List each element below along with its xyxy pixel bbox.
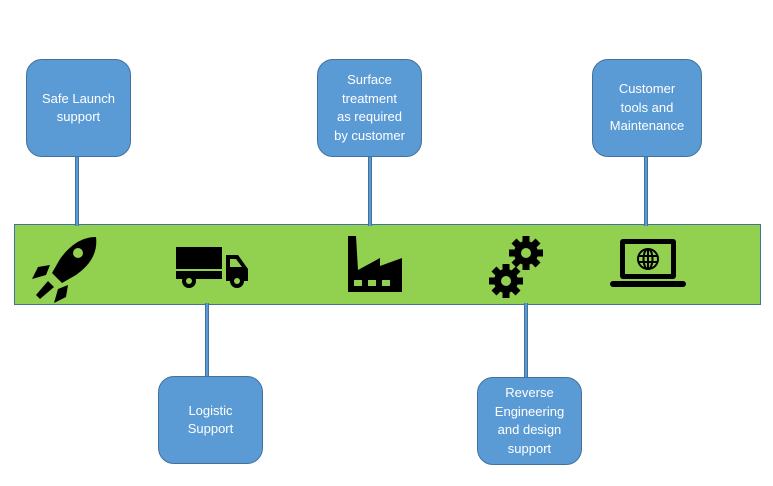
step-label-line: Engineering [494,403,565,419]
step-label-line: treatment [342,90,397,106]
step-box-customer-tools: Customer tools and Maintenance [592,59,702,157]
connector-reverse [524,303,528,378]
step-label: Customer tools and Maintenance [610,80,684,136]
step-label-line: support [56,109,101,124]
step-label-line: support [507,440,552,456]
step-box-surface-treatment: Surface treatment as required by custome… [317,59,422,157]
step-box-safe-launch: Safe Launch support [26,59,131,157]
step-label: Logistic Support [188,402,234,439]
factory-icon [346,236,404,292]
step-label: Surface treatment as required by custome… [334,71,405,145]
connector-logistic [205,303,209,378]
step-label-line: Logistic [188,402,233,418]
gears-icon [488,235,546,301]
rocket-icon [30,235,102,303]
step-label-line: Customer [618,81,676,97]
step-label-line: Surface [347,72,392,87]
step-label-line: as required [336,109,403,124]
truck-icon [176,247,250,289]
step-box-logistic: Logistic Support [158,376,263,464]
step-label-line: Reverse [505,385,554,400]
step-label: Safe Launch support [42,90,115,127]
laptop-globe-icon [610,239,686,287]
step-box-reverse-engineering: Reverse Engineering and design support [477,377,582,465]
step-label-line: and design [497,422,562,437]
step-label-line: Maintenance [609,118,685,134]
connector-safe-launch [75,156,79,226]
step-label: Reverse Engineering and design support [495,384,564,458]
connector-surface [368,156,372,226]
step-label-line: Support [187,421,234,436]
step-label-line: Safe Launch [41,90,115,106]
step-label-line: by customer [334,127,405,143]
connector-customer-tools [644,156,648,226]
step-label-line: tools and [620,99,674,115]
